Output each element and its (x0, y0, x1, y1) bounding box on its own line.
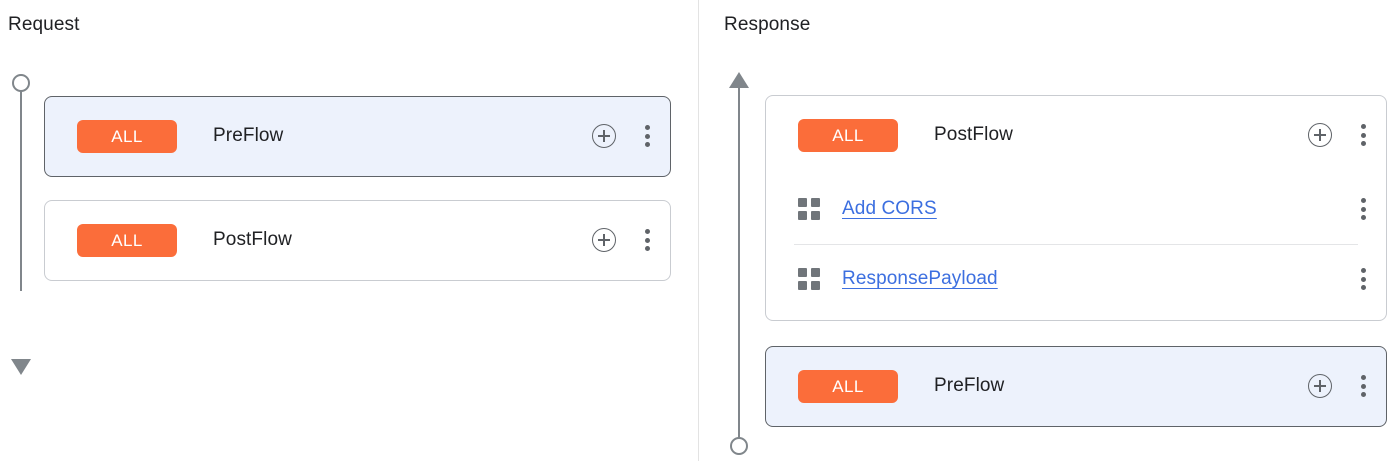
verb-badge: ALL (798, 118, 898, 152)
flow-name-label: PreFlow (213, 125, 284, 146)
more-options-icon[interactable] (1354, 374, 1372, 398)
verb-badge: ALL (77, 119, 177, 153)
grid-icon (798, 268, 820, 290)
flow-card-request-preflow[interactable]: ALL PreFlow (44, 96, 671, 177)
flow-row-actions (592, 228, 656, 252)
add-icon[interactable] (592, 228, 616, 252)
add-icon[interactable] (1308, 123, 1332, 147)
response-rail-arrow-up-icon (729, 72, 749, 88)
verb-badge: ALL (77, 223, 177, 257)
more-options-icon[interactable] (1354, 267, 1372, 291)
flow-card-response-postflow[interactable]: ALL PostFlow Add CORS ResponsePayload (765, 95, 1387, 321)
flow-header-row[interactable]: ALL PreFlow (45, 97, 670, 175)
response-rail-end-circle-icon (730, 437, 748, 455)
policy-link[interactable]: Add CORS (842, 198, 937, 219)
policy-row-actions (1354, 197, 1372, 221)
policy-link[interactable]: ResponsePayload (842, 268, 998, 289)
request-rail-start-circle-icon (12, 74, 30, 92)
add-icon[interactable] (592, 124, 616, 148)
more-options-icon[interactable] (1354, 123, 1372, 147)
request-panel-title: Request (8, 14, 80, 35)
policy-row[interactable]: Add CORS (766, 174, 1386, 244)
more-options-icon[interactable] (638, 124, 656, 148)
more-options-icon[interactable] (1354, 197, 1372, 221)
panel-divider (698, 0, 699, 461)
verb-badge: ALL (798, 369, 898, 403)
flow-name-label: PostFlow (213, 229, 292, 250)
policy-row[interactable]: ResponsePayload (766, 244, 1386, 314)
request-flow-rail (11, 74, 31, 375)
response-panel-title: Response (724, 14, 811, 35)
policy-row-actions (1354, 267, 1372, 291)
request-rail-line (20, 91, 22, 291)
flow-header-row[interactable]: ALL PostFlow (766, 96, 1386, 174)
flow-row-actions (592, 124, 656, 148)
flow-card-response-preflow[interactable]: ALL PreFlow (765, 346, 1387, 427)
flow-card-request-postflow[interactable]: ALL PostFlow (44, 200, 671, 281)
flow-header-row[interactable]: ALL PostFlow (45, 201, 670, 279)
flow-header-row[interactable]: ALL PreFlow (766, 347, 1386, 425)
request-rail-arrow-down-icon (11, 359, 31, 375)
flow-name-label: PreFlow (934, 375, 1005, 396)
add-icon[interactable] (1308, 374, 1332, 398)
more-options-icon[interactable] (638, 228, 656, 252)
grid-icon (798, 198, 820, 220)
response-rail-line (738, 86, 740, 441)
flow-name-label: PostFlow (934, 124, 1013, 145)
flow-row-actions (1308, 374, 1372, 398)
flow-row-actions (1308, 123, 1372, 147)
response-flow-rail (729, 72, 749, 455)
